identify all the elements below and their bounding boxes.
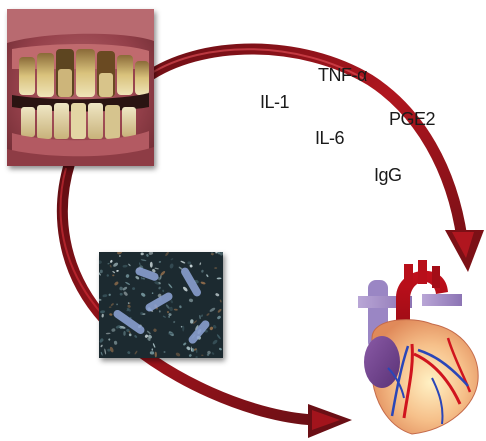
igg-label: IgG	[374, 165, 402, 186]
diseased-teeth-photo	[7, 9, 154, 166]
upper-arrow	[146, 49, 484, 272]
pge2-label: PGE2	[389, 109, 435, 130]
tnf-alpha-label: TNF-α	[318, 65, 367, 86]
bacteria-micrograph	[99, 252, 223, 358]
il-6-label: IL-6	[315, 128, 344, 149]
il-1-label: IL-1	[260, 92, 289, 113]
heart-illustration	[352, 258, 484, 436]
